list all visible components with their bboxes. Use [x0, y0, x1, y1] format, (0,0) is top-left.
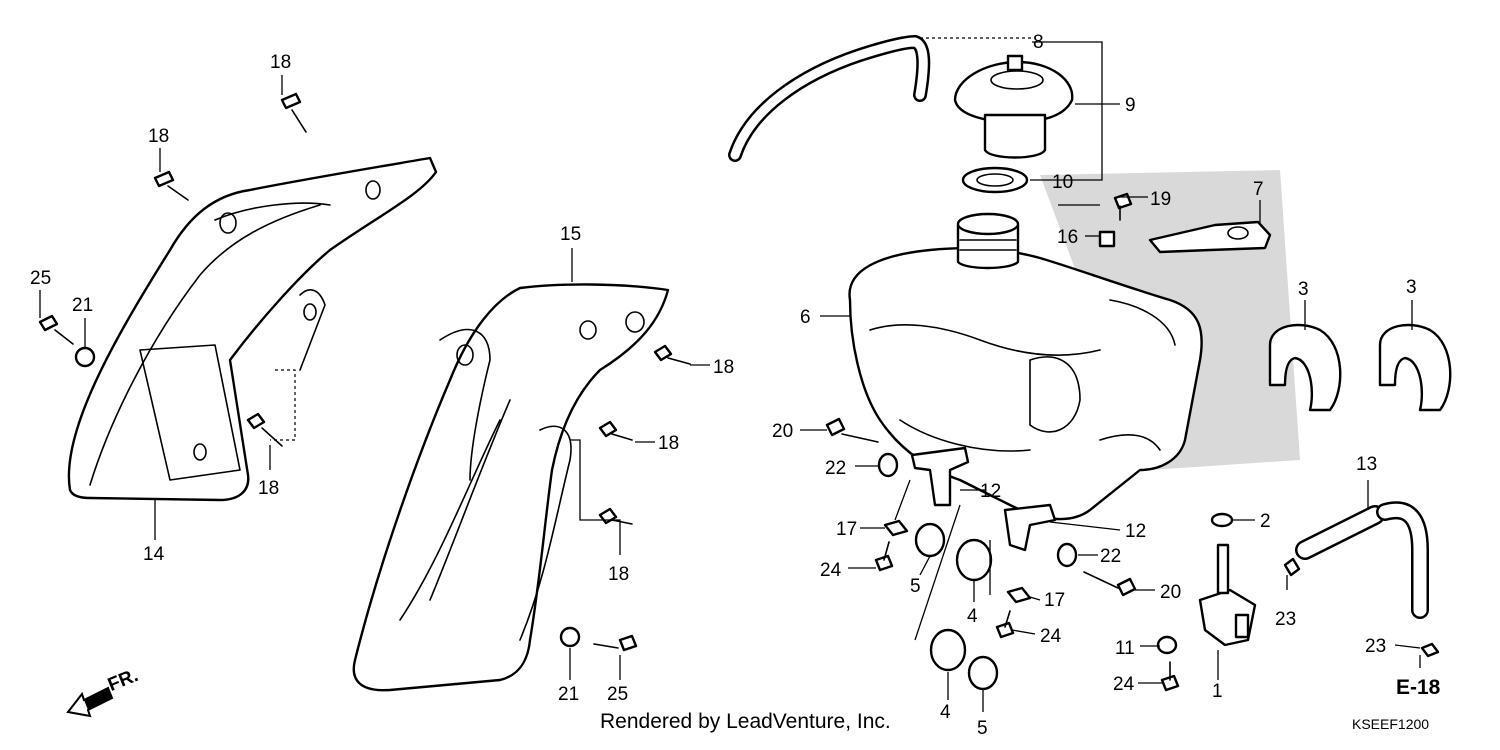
label-4-bottom: 4 [940, 702, 951, 723]
label-17-right: 17 [1044, 590, 1065, 611]
label-10: 10 [1052, 172, 1073, 193]
label-12-top: 12 [980, 481, 1001, 502]
label-18-b: 18 [148, 126, 169, 147]
label-14: 14 [143, 544, 165, 565]
front-arrow-icon [66, 686, 114, 718]
label-5-top: 5 [910, 576, 921, 597]
leader-lines [39, 37, 1421, 712]
label-12-bottom: 12 [1125, 521, 1146, 542]
label-9: 9 [1125, 95, 1136, 116]
label-18-e: 18 [258, 478, 279, 499]
label-24-mid: 24 [1040, 626, 1062, 647]
label-23-bottom: 23 [1365, 636, 1386, 657]
label-18-f: 18 [608, 564, 629, 585]
credit-text: Rendered by LeadVenture, Inc. [600, 710, 891, 733]
label-18-a: 18 [270, 52, 291, 73]
right-shroud-part-15[interactable] [352, 283, 670, 692]
label-21-bottom: 21 [558, 684, 579, 705]
label-3-left: 3 [1298, 279, 1309, 300]
label-4-top: 4 [967, 606, 978, 627]
label-23-top: 23 [1275, 609, 1296, 630]
reference-code: E-18 [1396, 676, 1441, 699]
label-18-c: 18 [713, 357, 734, 378]
label-18-d: 18 [658, 433, 679, 454]
label-22-bottom: 22 [1100, 546, 1121, 567]
label-17-left: 17 [836, 519, 857, 540]
label-22-top: 22 [825, 458, 846, 479]
small-hardware [38, 92, 1440, 692]
tank-band-part-3-right[interactable] [1378, 323, 1452, 412]
tank-bracket-part-7[interactable] [1148, 220, 1272, 254]
label-2: 2 [1260, 511, 1271, 532]
label-1: 1 [1212, 681, 1223, 702]
label-7: 7 [1253, 179, 1264, 200]
diagram-code: KSEEF1200 [1352, 716, 1430, 732]
label-6: 6 [800, 307, 811, 328]
label-20-bottom: 20 [1160, 582, 1181, 603]
label-13: 13 [1356, 454, 1377, 475]
label-11: 11 [1115, 638, 1135, 659]
fuel-valve-part-1[interactable] [1198, 543, 1257, 647]
label-25-bottom: 25 [607, 684, 628, 705]
label-15: 15 [560, 224, 581, 245]
label-24-bottom: 24 [1113, 674, 1135, 695]
breather-hose[interactable] [728, 34, 931, 162]
label-16: 16 [1057, 227, 1078, 248]
fuel-cap-part-9[interactable] [953, 54, 1074, 159]
cap-gasket-hole [976, 173, 1014, 187]
cap-gasket-part-10[interactable] [961, 166, 1029, 194]
label-21-left: 21 [72, 295, 93, 316]
callout-labels: 8 9 10 19 16 7 6 3 3 13 2 1 20 22 12 12 … [30, 32, 1417, 739]
label-19: 19 [1150, 189, 1171, 210]
label-20-top: 20 [772, 421, 793, 442]
fuel-line-part-13[interactable] [1295, 501, 1429, 619]
label-24-left: 24 [820, 560, 842, 581]
label-8: 8 [1033, 32, 1044, 53]
left-shroud-part-14[interactable] [67, 156, 438, 502]
label-3-right: 3 [1406, 277, 1417, 298]
label-25-left: 25 [30, 268, 51, 289]
label-5-bottom: 5 [977, 718, 988, 739]
